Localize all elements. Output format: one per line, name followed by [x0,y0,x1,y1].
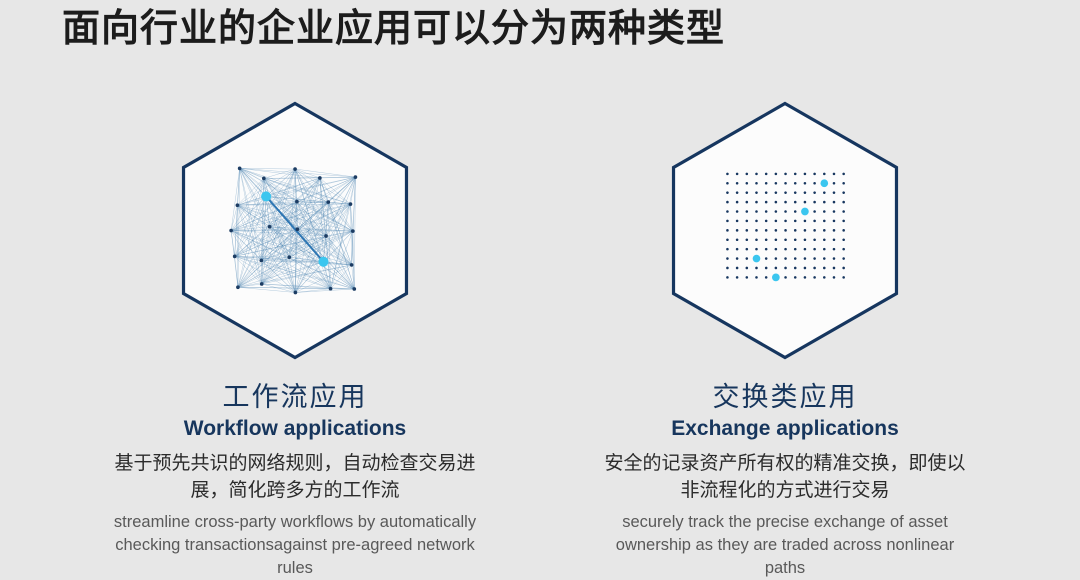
workflow-desc-en: streamline cross-party workflows by auto… [104,511,486,580]
dot-grid-icon [666,98,904,363]
page-title: 面向行业的企业应用可以分为两种类型 [0,0,1080,52]
workflow-desc-zh: 基于预先共识的网络规则，自动检查交易进展，简化跨多方的工作流 [109,450,481,505]
exchange-desc-en: securely track the precise exchange of a… [594,511,976,580]
two-type-columns: 工作流应用 Workflow applications 基于预先共识的网络规则，… [0,98,1080,580]
exchange-title-en: Exchange applications [671,417,899,441]
exchange-title-zh: 交换类应用 [713,375,858,414]
exchange-column: 交换类应用 Exchange applications 安全的记录资产所有权的精… [562,98,1008,580]
workflow-column: 工作流应用 Workflow applications 基于预先共识的网络规则，… [72,98,518,580]
workflow-title-zh: 工作流应用 [223,375,368,414]
workflow-title-en: Workflow applications [184,417,406,441]
workflow-hexagon [176,98,414,363]
exchange-hexagon [666,98,904,363]
exchange-desc-zh: 安全的记录资产所有权的精准交换，即使以非流程化的方式进行交易 [599,450,971,505]
mesh-network-icon [176,98,414,363]
